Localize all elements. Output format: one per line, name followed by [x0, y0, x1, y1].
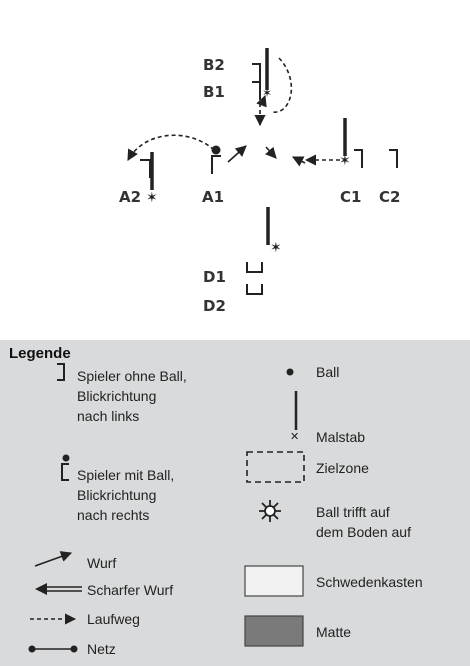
player-group-a: ✶ A2 A1: [119, 134, 247, 206]
player-a2-icon: [140, 159, 151, 178]
throw-icon: [34, 551, 73, 567]
player-c2-icon: [389, 149, 398, 168]
player-a1-icon: [211, 155, 221, 174]
throw-b-arrow: [256, 94, 267, 108]
label-a2: A2: [119, 188, 141, 206]
ball-hits-ground-icon: [259, 500, 281, 522]
legend-player-with-ball-line1: Spieler mit Ball,: [77, 467, 175, 483]
label-b2: B2: [203, 56, 225, 74]
legend-title: Legende: [9, 345, 71, 362]
legend-run-path: Laufweg: [87, 611, 140, 627]
label-c1: C1: [340, 188, 361, 206]
arrow-to-center-right: [291, 156, 306, 167]
legend-player-with-ball-line3: nach rechts: [77, 507, 150, 523]
legend-player-no-ball-line1: Spieler ohne Ball,: [77, 368, 187, 384]
player-group-d: ✶ D1 D2: [203, 207, 282, 315]
post-cross-d: ✶: [270, 239, 282, 255]
target-zone-icon: [246, 451, 305, 483]
post-cross-a: ✶: [146, 189, 158, 205]
label-c2: C2: [379, 188, 400, 206]
player-group-c: ✶ C1 C2: [304, 118, 400, 206]
post-cross-c: ✶: [339, 152, 351, 168]
net-post-right-icon: [70, 645, 78, 653]
legend-panel: Legende ✕: [0, 340, 470, 666]
player-b1-icon: [252, 81, 261, 100]
run-path-a: [127, 134, 215, 161]
ball-icon: [286, 368, 294, 376]
mat-icon: [244, 615, 304, 647]
legend-mat: Matte: [316, 624, 352, 640]
player-c1-icon: [354, 149, 363, 168]
drill-diagram: ✶ B2 B1 ✶ A2 A1 ✶ C1 C2 ✶ D1: [119, 48, 400, 315]
legend-net: Netz: [87, 641, 116, 657]
run-path-b-curve: [271, 57, 293, 113]
legend-player-with-ball: Spieler mit Ball, Blickrichtung nach rec…: [77, 465, 174, 525]
throw-a1-arrow: [227, 145, 247, 163]
player-d1-icon: [246, 262, 263, 273]
player-with-ball-icon: [61, 463, 69, 481]
label-a1: A1: [202, 188, 224, 206]
legend-player-with-ball-line2: Blickrichtung: [77, 487, 157, 503]
player-group-b: ✶ B2 B1: [203, 48, 293, 127]
legend-target-zone: Zielzone: [316, 460, 369, 476]
post-legend-cross-icon: ✕: [290, 431, 299, 443]
legend-symbols: ✕: [28, 363, 305, 653]
legend-ball-hits-ground-line1: Ball trifft auf: [316, 504, 390, 520]
legend-throw: Wurf: [87, 555, 117, 571]
net-post-left-icon: [28, 645, 36, 653]
legend-ball-hits-ground: Ball trifft auf dem Boden auf: [316, 502, 411, 542]
legend-vaulting-box: Schwedenkasten: [316, 574, 423, 590]
player-no-ball-icon: [57, 363, 65, 381]
legend-player-no-ball-line2: Blickrichtung: [77, 388, 157, 404]
legend-ball: Ball: [316, 364, 340, 380]
legend-ball-hits-ground-line2: dem Boden auf: [316, 524, 411, 540]
ball-a1-icon: [211, 145, 221, 155]
legend-hard-throw: Scharfer Wurf: [87, 582, 174, 598]
label-d2: D2: [203, 297, 226, 315]
player-b2-icon: [252, 63, 261, 82]
legend-player-no-ball: Spieler ohne Ball, Blickrichtung nach li…: [77, 366, 187, 426]
player-ball-dot-icon: [62, 454, 70, 462]
player-d2-icon: [246, 284, 263, 295]
arrow-to-center-left: [265, 146, 277, 159]
legend-post: Malstab: [316, 429, 366, 445]
label-d1: D1: [203, 268, 226, 286]
vaulting-box-icon: [244, 565, 304, 597]
legend-player-no-ball-line3: nach links: [77, 408, 140, 424]
label-b1: B1: [203, 83, 225, 101]
post-cross-b: ✶: [262, 86, 272, 100]
hard-throw-arrowhead-icon: [35, 583, 47, 595]
